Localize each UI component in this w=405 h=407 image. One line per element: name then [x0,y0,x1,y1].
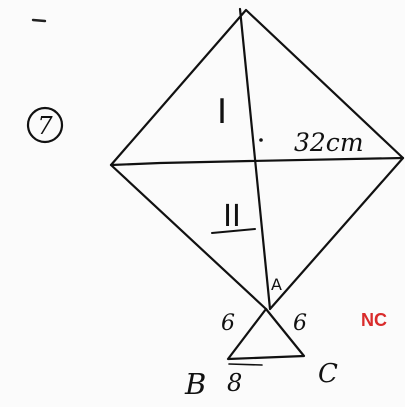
question-number: 7 [37,112,53,140]
tail-left-measurement: 6 [221,311,235,336]
tail-base-measurement: 8 [227,369,242,397]
tail-base-underline [228,363,263,366]
vertex-label-b: B [184,367,206,401]
tail-triangle [226,307,306,361]
vertex-label-c: C [318,359,338,389]
horizontal-diagonal [109,156,405,167]
region-label-lower: II [223,199,241,234]
question-number-circle [26,106,64,144]
tail-right-measurement: 6 [293,311,307,336]
diagonal-measurement: 32cm [294,128,364,157]
pen-mark [31,18,47,23]
vertex-label-a: A [271,275,282,294]
center-dot [259,138,263,142]
nc-watermark: NC [361,310,387,330]
region-label-lower-underline [211,228,256,234]
region-label-upper: I [217,92,227,132]
